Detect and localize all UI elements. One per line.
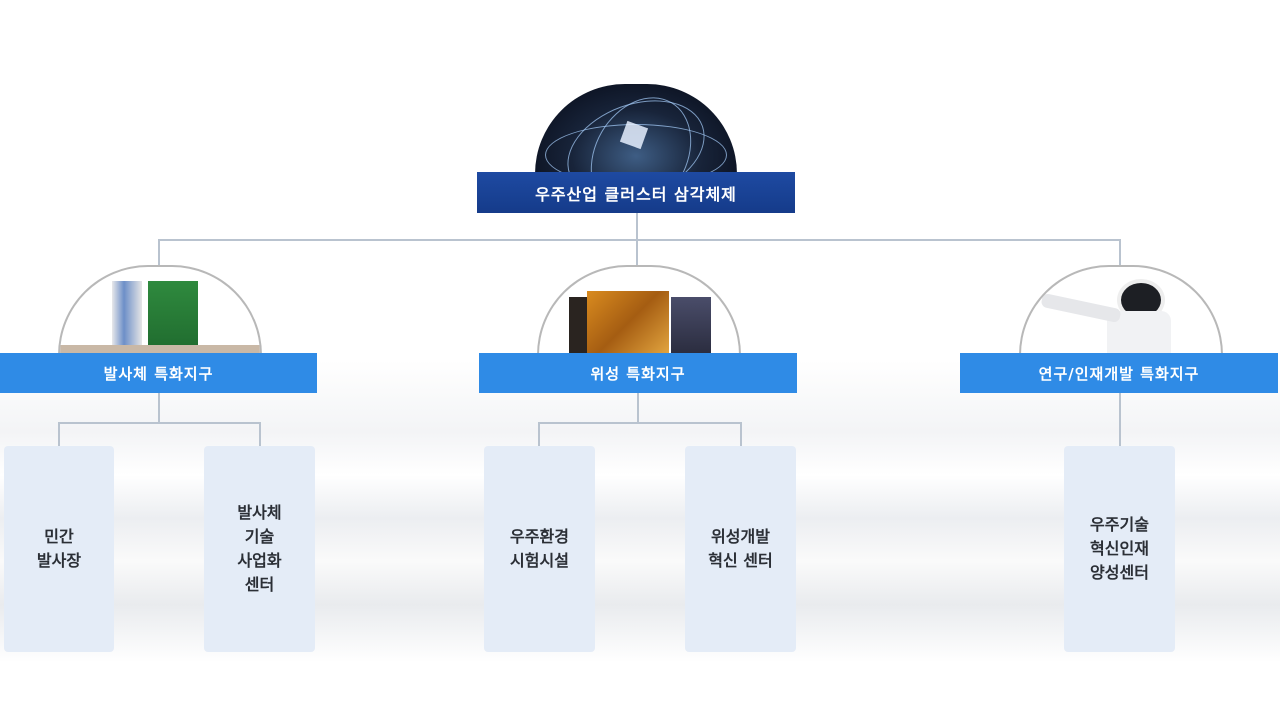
leaf-space-environment-test-facility: 우주환경 시험시설	[484, 446, 595, 652]
connector-line	[259, 422, 261, 446]
zone-launch-vehicle: 발사체 특화지구	[0, 353, 317, 393]
connector-line	[637, 393, 639, 423]
leaf-launch-tech-commercialization-center: 발사체 기술 사업화 센터	[204, 446, 315, 652]
connector-line	[58, 422, 260, 424]
connector-line	[1119, 393, 1121, 446]
connector-line	[740, 422, 742, 446]
connector-line	[636, 213, 638, 240]
space-network-image	[535, 84, 737, 174]
connector-line	[1119, 239, 1121, 265]
connector-line	[158, 239, 160, 265]
connector-line	[538, 422, 741, 424]
leaf-space-tech-talent-center: 우주기술 혁신인재 양성센터	[1064, 446, 1175, 652]
leaf-satellite-dev-innovation-center: 위성개발 혁신 센터	[685, 446, 796, 652]
connector-line	[636, 239, 638, 265]
connector-line	[58, 422, 60, 446]
connector-line	[538, 422, 540, 446]
zone-satellite: 위성 특화지구	[479, 353, 797, 393]
launch-vehicle-image	[58, 265, 262, 355]
leaf-private-launch-site: 민간 발사장	[4, 446, 114, 652]
connector-line	[158, 393, 160, 423]
satellite-image	[537, 265, 741, 355]
astronaut-image	[1019, 265, 1223, 355]
connector-line	[158, 239, 1120, 241]
root-title: 우주산업 클러스터 삼각체제	[477, 172, 795, 213]
zone-research-talent: 연구/인재개발 특화지구	[960, 353, 1278, 393]
